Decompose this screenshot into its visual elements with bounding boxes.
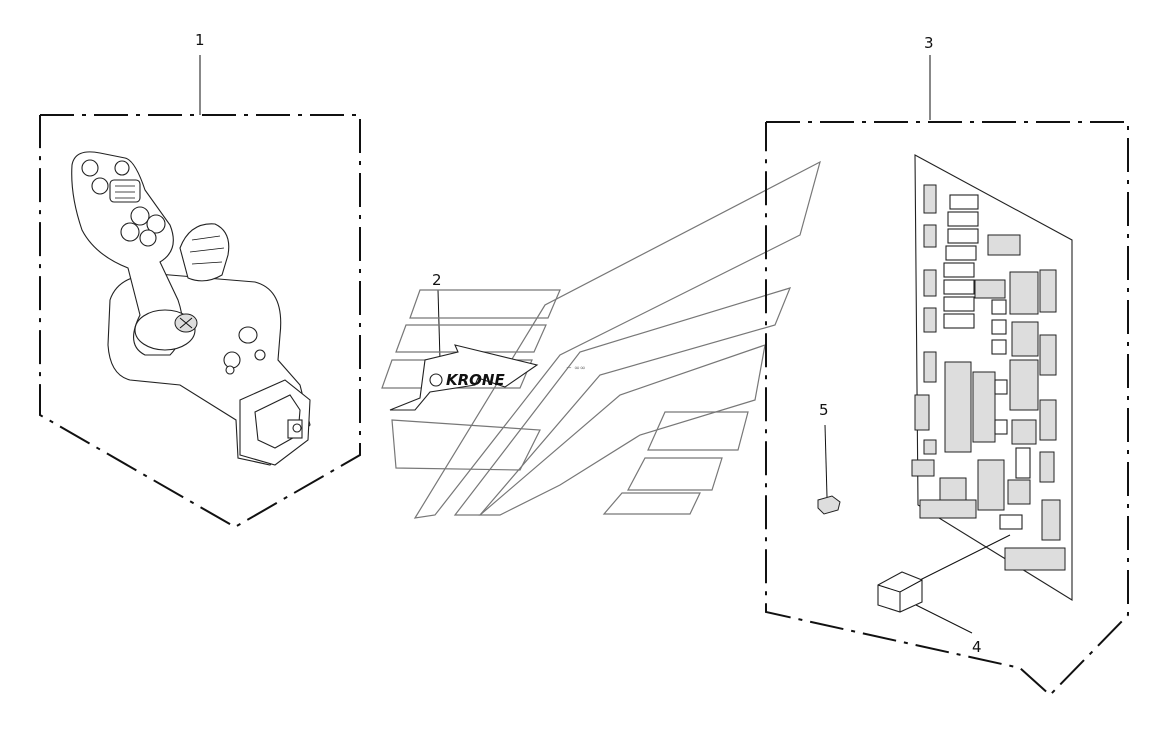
group-1-boundary (39, 114, 361, 529)
logo-text: KRONE (446, 371, 505, 389)
group-3-boundary (765, 121, 1129, 697)
group-2-decals: 2 ~ ∞∞ KRONE (381, 160, 821, 519)
svg-text:~ ∞∞: ~ ∞∞ (566, 364, 586, 372)
leader-line-4 (909, 601, 973, 634)
callout-2[interactable]: 2 (432, 271, 442, 289)
joystick-icon (71, 151, 311, 466)
relay-link-line (919, 534, 1011, 581)
group-1-joystick: 1 (39, 31, 361, 529)
group-3-control-board: 3 (765, 34, 1129, 697)
krone-logo-decal: KRONE (389, 344, 539, 411)
leader-line-5 (824, 424, 828, 498)
callout-4[interactable]: 4 (972, 638, 982, 656)
fuse-icon (817, 495, 841, 515)
callout-1[interactable]: 1 (195, 31, 205, 49)
circuit-board-icon (911, 154, 1073, 601)
decal-stripes-icon: ~ ∞∞ (381, 160, 821, 519)
callout-3[interactable]: 3 (924, 34, 934, 52)
relay-module-icon (877, 571, 923, 613)
callout-5[interactable]: 5 (819, 401, 829, 419)
